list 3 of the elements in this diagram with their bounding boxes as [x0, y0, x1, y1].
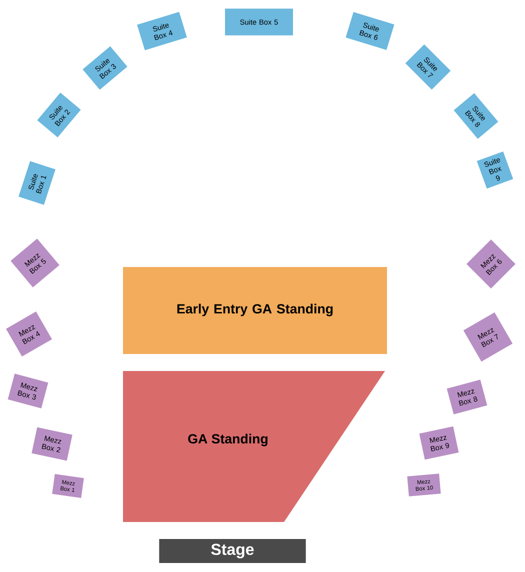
ga-standing-section: GA Standing — [123, 371, 385, 522]
stage: Stage — [159, 539, 306, 563]
early-entry-section: Early Entry GA Standing — [123, 267, 387, 354]
